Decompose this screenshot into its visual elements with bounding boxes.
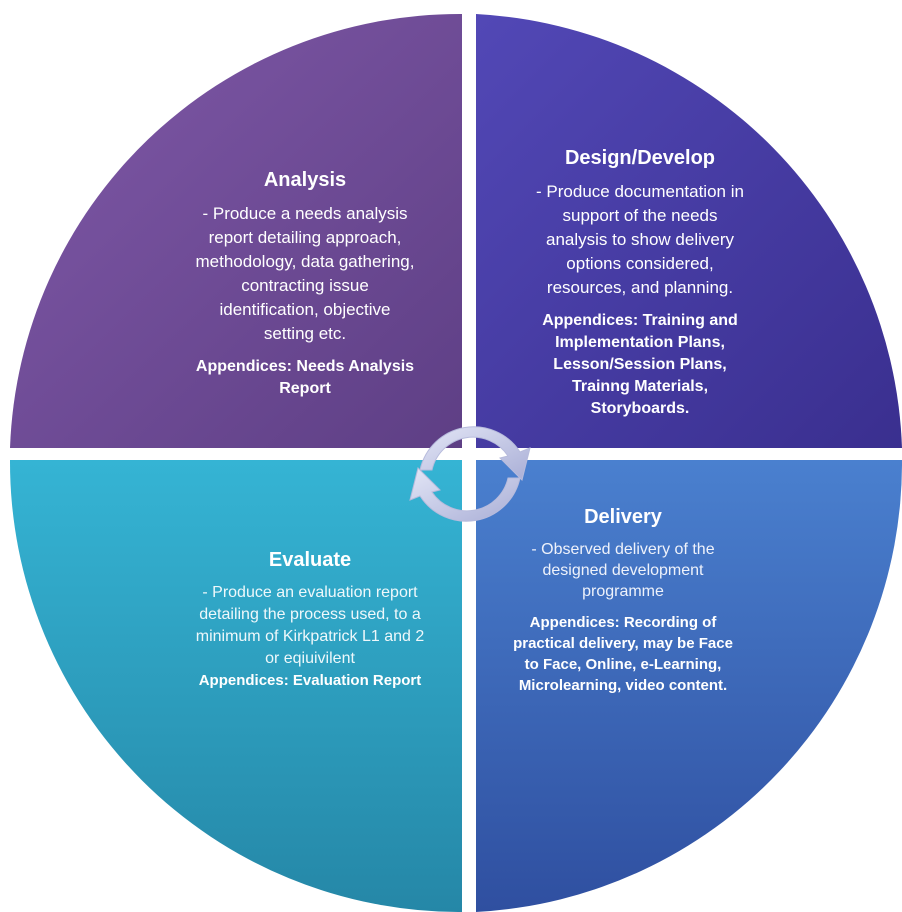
design-section: Design/Develop - Produce documentation i… [490,146,790,420]
evaluate-description: - Produce an evaluation report detailing… [195,584,425,667]
delivery-appendices: Appendices: Recording of practical deliv… [513,614,733,694]
evaluate-appendices: Appendices: Evaluation Report [198,672,422,689]
analysis-appendices: Appendices: Needs Analysis Report [195,358,415,397]
design-description: - Produce documentation in support of th… [536,182,744,297]
evaluate-section: Evaluate - Produce an evaluation report … [160,548,460,692]
design-quadrant [476,14,902,448]
analysis-description: - Produce a needs analysis report detail… [195,204,415,343]
delivery-description: - Observed delivery of the designed deve… [531,541,715,600]
delivery-title: Delivery [584,506,662,528]
evaluate-title: Evaluate [268,549,352,571]
delivery-quadrant [476,460,902,912]
analysis-quadrant [10,13,462,449]
analysis-title: Analysis [263,169,347,191]
design-title: Design/Develop [564,147,716,169]
delivery-section: Delivery - Observed delivery of the desi… [488,505,758,696]
evaluate-quadrant [9,460,462,912]
analysis-section: Analysis - Produce a needs analysis repo… [155,168,455,400]
cycle-arrows-icon [409,426,531,522]
design-appendices: Appendices: Training and Implementation … [542,312,738,417]
